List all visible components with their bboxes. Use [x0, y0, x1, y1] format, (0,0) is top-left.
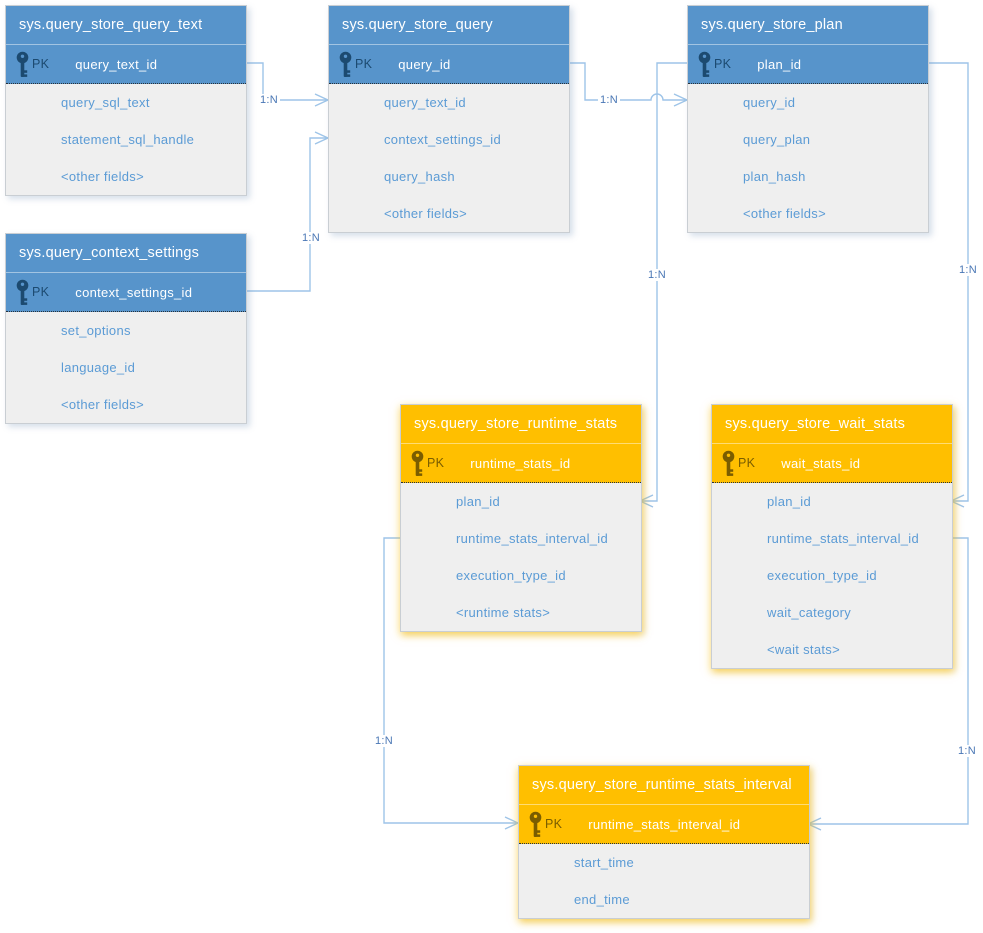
field-row: execution_type_id [456, 568, 566, 583]
primary-key-icon [529, 811, 542, 837]
entity-table-query_context_settings[interactable]: sys.query_context_settings PK context_se… [5, 233, 247, 424]
pk-row: PK query_text_id [6, 45, 246, 84]
relationship-line [927, 62, 969, 502]
field-row: <other fields> [61, 169, 144, 184]
pk-row: PK runtime_stats_id [401, 444, 641, 483]
pk-row: PK plan_id [688, 45, 928, 84]
table-fields: set_options language_id <other fields> [6, 312, 246, 423]
field-row: plan_id [456, 494, 501, 509]
field-row: runtime_stats_interval_id [767, 531, 920, 546]
primary-key-icon [722, 450, 735, 476]
table-title: sys.query_store_query_text [6, 6, 246, 45]
pk-field-name: runtime_stats_id [470, 455, 571, 471]
primary-key-icon [698, 51, 711, 77]
pk-badge: PK [738, 456, 756, 470]
table-title: sys.query_store_runtime_stats [401, 405, 641, 444]
primary-key-icon [16, 51, 29, 77]
pk-field-name: plan_id [757, 56, 802, 72]
table-fields: plan_id runtime_stats_interval_id executio… [712, 483, 952, 668]
table-title: sys.query_store_query [329, 6, 569, 45]
relationship-line [640, 62, 687, 502]
pk-field-name: query_id [398, 56, 451, 72]
entity-table-query_store_runtime_stats_interval[interactable]: sys.query_store_runtime_stats_interval P… [518, 765, 810, 919]
pk-row: PK runtime_stats_interval_id [519, 805, 809, 844]
relationship-line [568, 62, 687, 101]
field-row: wait_category [767, 605, 852, 620]
pk-badge: PK [355, 57, 373, 71]
field-row: query_hash [384, 169, 455, 184]
cardinality-label: 1:N [597, 94, 621, 106]
pk-badge: PK [545, 817, 563, 831]
field-row: runtime_stats_interval_id [456, 531, 609, 546]
field-row: start_time [574, 855, 635, 870]
entity-table-query_store_plan[interactable]: sys.query_store_plan PK plan_id query_id… [687, 5, 929, 233]
cardinality-label: 1:N [257, 94, 281, 106]
relationship-line [245, 137, 328, 292]
field-row: plan_hash [743, 169, 806, 184]
cardinality-label: 1:N [645, 269, 669, 281]
pk-row: PK wait_stats_id [712, 444, 952, 483]
field-row: <other fields> [384, 206, 467, 221]
field-row: query_id [743, 95, 796, 110]
field-row: query_sql_text [61, 95, 150, 110]
field-row: <other fields> [743, 206, 826, 221]
field-row: <wait stats> [767, 642, 840, 657]
pk-badge: PK [714, 57, 732, 71]
cardinality-label: 1:N [299, 232, 323, 244]
table-title: sys.query_store_plan [688, 6, 928, 45]
pk-field-name: wait_stats_id [781, 455, 861, 471]
pk-badge: PK [32, 285, 50, 299]
pk-row: PK context_settings_id [6, 273, 246, 312]
table-fields: start_time end_time [519, 844, 809, 918]
table-fields: query_sql_text statement_sql_handle <other… [6, 84, 246, 195]
pk-field-name: runtime_stats_interval_id [588, 816, 741, 832]
table-fields: query_text_id context_settings_id query_ha… [329, 84, 569, 232]
field-row: query_plan [743, 132, 811, 147]
table-fields: query_id query_plan plan_hash <other fields… [688, 84, 928, 232]
field-row: language_id [61, 360, 136, 375]
cardinality-label: 1:N [956, 264, 980, 276]
table-title: sys.query_context_settings [6, 234, 246, 273]
field-row: <other fields> [61, 397, 144, 412]
cardinality-label: 1:N [955, 745, 979, 757]
field-row: plan_id [767, 494, 812, 509]
primary-key-icon [411, 450, 424, 476]
entity-table-query_store_runtime_stats[interactable]: sys.query_store_runtime_stats PK runtime… [400, 404, 642, 632]
pk-badge: PK [32, 57, 50, 71]
pk-field-name: query_text_id [75, 56, 158, 72]
primary-key-icon [339, 51, 352, 77]
pk-row: PK query_id [329, 45, 569, 84]
primary-key-icon [16, 279, 29, 305]
field-row: statement_sql_handle [61, 132, 195, 147]
field-row: end_time [574, 892, 630, 907]
pk-field-name: context_settings_id [75, 284, 193, 300]
field-row: execution_type_id [767, 568, 877, 583]
cardinality-label: 1:N [372, 735, 396, 747]
table-title: sys.query_store_runtime_stats_interval [519, 766, 809, 805]
relationship-line [245, 62, 328, 101]
entity-table-query_store_query_text[interactable]: sys.query_store_query_text PK query_text… [5, 5, 247, 196]
entity-table-query_store_query[interactable]: sys.query_store_query PK query_id query_… [328, 5, 570, 233]
field-row: query_text_id [384, 95, 466, 110]
relationship-line [808, 537, 969, 825]
field-row: context_settings_id [384, 132, 501, 147]
table-title: sys.query_store_wait_stats [712, 405, 952, 444]
field-row: set_options [61, 323, 131, 338]
table-fields: plan_id runtime_stats_interval_id executio… [401, 483, 641, 631]
field-row: <runtime stats> [456, 605, 551, 620]
pk-badge: PK [427, 456, 445, 470]
relationship-line [383, 537, 518, 824]
entity-table-query_store_wait_stats[interactable]: sys.query_store_wait_stats PK wait_stats… [711, 404, 953, 669]
